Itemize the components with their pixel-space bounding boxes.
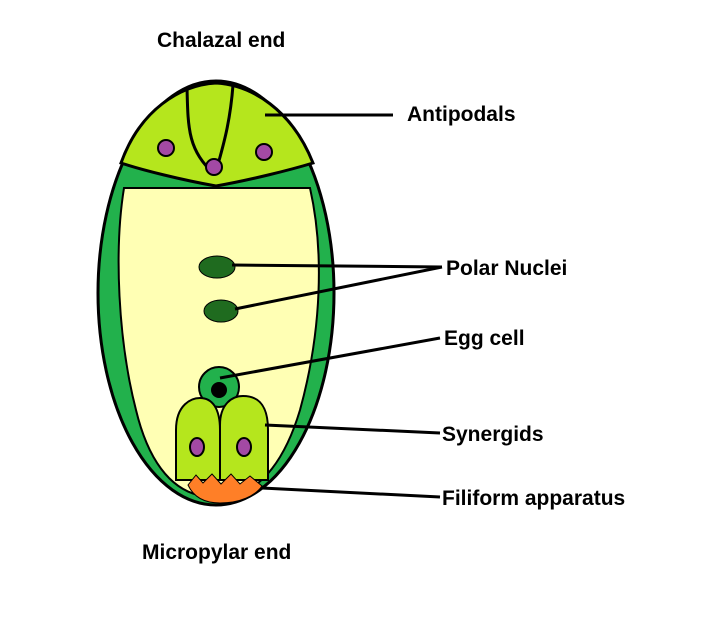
filiform-apparatus bbox=[187, 473, 263, 504]
antipodal-nucleus-right bbox=[255, 143, 273, 161]
micropylar-end-label: Micropylar end bbox=[142, 541, 291, 564]
polar-nucleus-upper bbox=[198, 255, 236, 279]
chalazal-end-label: Chalazal end bbox=[157, 29, 285, 52]
antipodals-label: Antipodals bbox=[407, 103, 516, 126]
polar-nuclei-label: Polar Nuclei bbox=[446, 257, 567, 280]
filiform-pointer bbox=[261, 486, 441, 499]
antipodal-nucleus-left bbox=[157, 139, 175, 157]
polar-nucleus-lower-pointer bbox=[234, 265, 443, 311]
synergids-pointer bbox=[264, 423, 441, 435]
synergids-label: Synergids bbox=[442, 423, 544, 446]
egg-nucleus bbox=[211, 382, 227, 398]
synergid-nucleus-right bbox=[236, 437, 252, 457]
filiform-apparatus-label: Filiform apparatus bbox=[442, 487, 625, 510]
egg-cell-label: Egg cell bbox=[444, 327, 525, 350]
egg-cell-pointer bbox=[219, 336, 441, 380]
synergid-nucleus-left bbox=[189, 437, 205, 457]
polar-nucleus-upper-pointer bbox=[231, 263, 443, 269]
polar-nucleus-lower bbox=[203, 299, 239, 323]
antipodal-nucleus-middle bbox=[205, 158, 223, 176]
